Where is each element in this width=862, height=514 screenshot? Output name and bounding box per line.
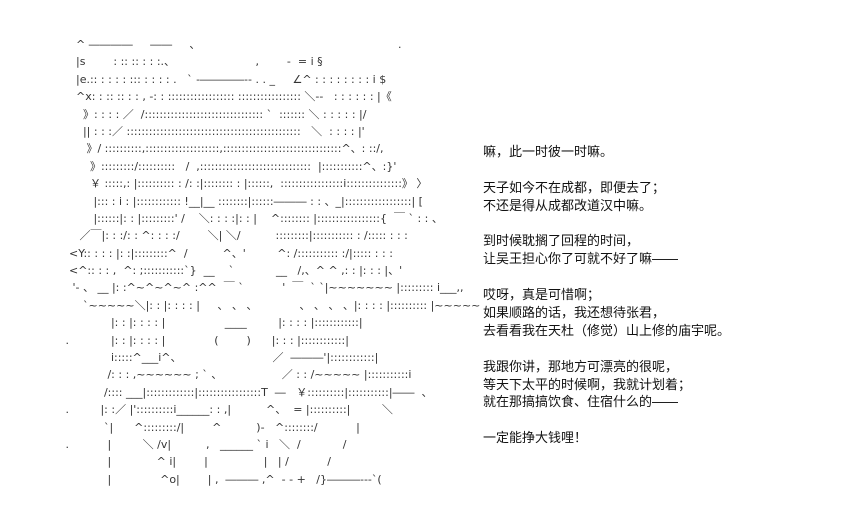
- dialogue-line: 去看看我在天杜（修觉）山上修的庙宇呢。: [483, 323, 731, 339]
- ascii-art-line: /:::: ___|:::::::::::::|::::::::::::::::…: [62, 385, 433, 399]
- ascii-art-line: . | ＼ /v| , ______ ` i ＼ / /: [62, 437, 347, 451]
- ascii-art-line: ^x: : :: :: : : , -: : :::::::::::::::::…: [62, 90, 392, 104]
- ascii-art-line: ￥ :::::,: |:::::::::: : /: :|:::::::: : …: [62, 177, 428, 191]
- ascii-art-line: ／￣|: : :/: : ^: : : :/ ＼| ＼/ :::::::::|:…: [62, 229, 408, 243]
- dialogue-line: [483, 341, 730, 359]
- ascii-art-line: || : : :／ ::::::::::::::::::::::::::::::…: [62, 124, 365, 138]
- ascii-art-line: |::: : i : |:::::::::::: !__|__ ::::::::…: [62, 194, 423, 208]
- ascii-art-line: `| ^:::::::::/| ^ )- ^::::::::/ |: [62, 420, 360, 434]
- ascii-art-line: . |: :／ |'::::::::::i______: : ,| ^、 = |…: [62, 403, 393, 417]
- dialogue-line: 嘛，此一时彼一时嘛。: [483, 145, 614, 160]
- dialogue-line: 不还是得从成都改道汉中嘛。: [483, 198, 653, 214]
- ascii-art-line: |::::::|: : |:::::::::' / ＼: : : :|: : |…: [62, 211, 443, 225]
- dialogue-text: 嘛，此一时彼一时嘛。天子如今不在成都，即便去了； 不还是得从成都改道汉中嘛。到时候…: [483, 144, 730, 448]
- dialogue-line: 到时候耽搁了回程的时间，: [483, 234, 640, 250]
- dialogue-line: 如果顺路的话，我还想待张君，: [483, 306, 666, 322]
- ascii-art-line: 》/ ::::::::::,::::::::::::::::::::,:::::…: [62, 142, 384, 156]
- ascii-art-line: 》: : : : ／ /::::::::::::::::::::::::::::…: [62, 107, 367, 121]
- dialogue-line: [483, 412, 730, 430]
- dialogue-line: [483, 162, 730, 180]
- ascii-art-line: | ^o| | , ――― ,^ ‐ ‐ + /}―――‐‐‐`(: [62, 472, 382, 486]
- ascii-art-line: <^:: : : , ^: ;:::::::::::`} __ ` __ /,、…: [62, 264, 403, 278]
- ascii-art-line: |: : |: : : : | ____ |: : : : |:::::::::…: [62, 316, 363, 330]
- dialogue-line: 让吴王担心你了可就不好了嘛――: [483, 252, 679, 268]
- dialogue-line: 一定能挣大钱哩！: [483, 431, 588, 447]
- dialogue-line: 等天下太平的时候啊，我就计划着；: [483, 377, 692, 393]
- dialogue-line: 天子如今不在成都，即便去了；: [483, 180, 666, 196]
- ascii-art-line: |s : :: :: : : :.、 , - = i §: [62, 55, 323, 69]
- ascii-art-line: | ^ i| | | | / /: [62, 455, 331, 469]
- ascii-art-illustration: ^ ―――― ―― ､ . |s : :: :: : : :.、 , - = i…: [62, 36, 480, 488]
- ascii-art-line: i:::::^___i^、 ／ ―――'|::::::::::::|: [62, 351, 379, 365]
- dialogue-line: 哎呀，真是可惜啊；: [483, 288, 601, 304]
- dialogue-line: [483, 216, 730, 234]
- ascii-art-line: 》:::::::::/:::::::::: / ,:::::::::::::::…: [62, 159, 397, 173]
- ascii-art-line: <Y:: : : : |: :|:::::::::^ / ^、' ^: /:::…: [62, 246, 393, 260]
- ascii-art-line: |e.:: : : : : ::: : : : : . ` ‐――――‐- . …: [62, 72, 387, 86]
- dialogue-line: [483, 269, 730, 287]
- ascii-art-line: . |: : |: : : : | ( ) |: : : |::::::::::…: [62, 333, 349, 347]
- ascii-art-line: `~~~~~＼|: : |: : : : | 、 、 、 、 、 、 、|: :…: [62, 298, 481, 312]
- dialogue-line: 就在那搞搞饮食、住宿什么的――: [483, 395, 679, 411]
- ascii-art-line: /: : : ,~~~~~~ ; ` 、 ／ : : /~~~~~ |:::::…: [62, 368, 412, 382]
- dialogue-line: 我跟你讲，那地方可漂亮的很呢，: [483, 359, 679, 375]
- ascii-art-line: '‐ 、 __ |: :^~^~^~^ :^^ ￣ ` ' ￣ ` `|~~~~…: [62, 281, 464, 295]
- ascii-art-line: ^ ―――― ―― ､ .: [62, 38, 402, 51]
